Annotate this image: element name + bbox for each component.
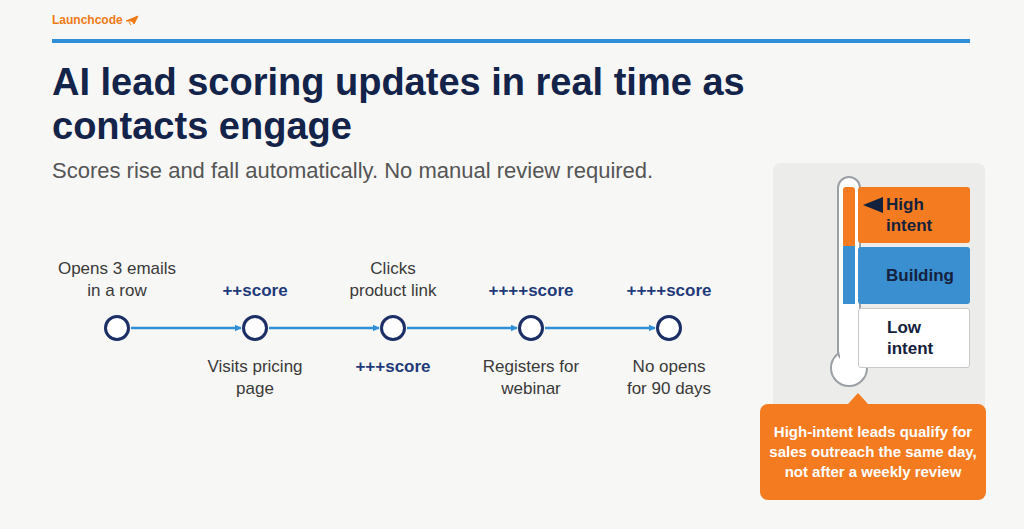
timeline-connector	[545, 327, 655, 330]
timeline-step: Opens 3 emails in a row	[104, 315, 130, 341]
header-rule	[52, 39, 970, 43]
score-change: ++++score	[476, 280, 586, 302]
intent-band: High intent	[858, 187, 970, 243]
score-change: +++score	[338, 356, 448, 378]
logo-plane-icon	[125, 14, 139, 26]
score-change: ++score	[200, 280, 310, 302]
title: AI lead scoring updates in real time as …	[52, 60, 752, 148]
step-label: No opens for 90 days	[623, 356, 715, 400]
timeline-step: Visits pricing page++score	[242, 315, 268, 341]
band-label: Building	[886, 265, 952, 286]
timeline-step: No opens for 90 days++++score	[656, 315, 682, 341]
level-pointer	[861, 195, 885, 215]
thermometer-fill-mid	[843, 246, 855, 304]
callout-box: High-intent leads qualify for sales outr…	[760, 404, 986, 500]
step-label: Registers for webinar	[465, 356, 597, 400]
step-label: Visits pricing page	[189, 356, 321, 400]
callout-text: High-intent leads qualify for sales outr…	[768, 422, 978, 482]
step-label: Clicks product link	[342, 258, 444, 302]
thermometer-neck	[840, 352, 858, 366]
score-change: ++++score	[614, 280, 724, 302]
pointer-triangle	[863, 197, 883, 213]
band-label: High intent	[886, 194, 952, 236]
thermometer-fill-high	[843, 187, 855, 247]
plane-shape	[126, 16, 138, 25]
step-label: Opens 3 emails in a row	[53, 258, 181, 302]
intent-band: Building	[858, 247, 970, 304]
band-label: Low intent	[887, 317, 953, 359]
timeline-step: Registers for webinar++++score	[518, 315, 544, 341]
logo-text: Launchcode	[52, 13, 123, 27]
timeline-connector	[269, 327, 379, 330]
timeline-connector	[131, 327, 241, 330]
thermometer-tube	[838, 177, 860, 362]
intent-band: Low intent	[858, 308, 970, 368]
timeline-step: Clicks product link+++score	[380, 315, 406, 341]
subtitle: Scores rise and fall automatically. No m…	[52, 157, 772, 185]
callout-notch	[848, 393, 868, 404]
timeline-connector	[407, 327, 517, 330]
